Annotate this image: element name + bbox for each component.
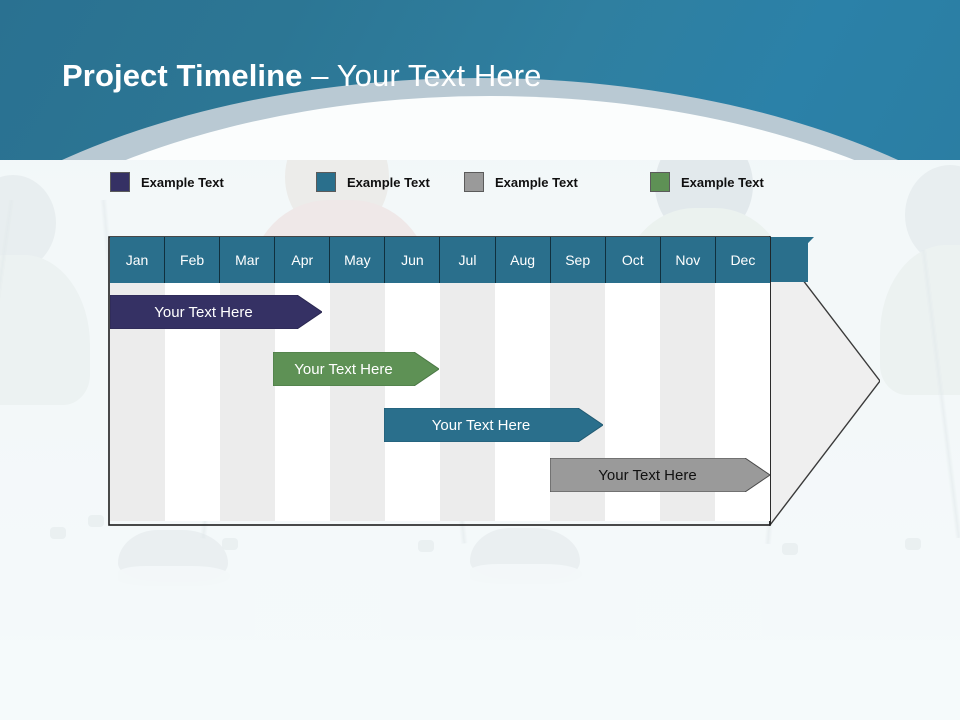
month-cell-jun[interactable]: Jun bbox=[385, 237, 441, 283]
legend-item-1[interactable]: Example Text bbox=[110, 170, 224, 194]
month-cell-nov[interactable]: Nov bbox=[660, 237, 716, 283]
legend-item-2[interactable]: Example Text bbox=[316, 170, 430, 194]
legend-swatch-icon-4 bbox=[650, 172, 670, 192]
task-bar-2-shape bbox=[273, 352, 439, 386]
photo-chair-foot-4 bbox=[418, 540, 434, 552]
photo-chair-foot-3 bbox=[222, 538, 238, 550]
task-bar-4[interactable]: Your Text Here bbox=[550, 458, 770, 492]
month-cell-mar[interactable]: Mar bbox=[220, 237, 276, 283]
month-cell-aug[interactable]: Aug bbox=[495, 237, 551, 283]
legend-item-4[interactable]: Example Text bbox=[650, 170, 764, 194]
month-cell-sep[interactable]: Sep bbox=[550, 237, 606, 283]
month-cell-jul[interactable]: Jul bbox=[440, 237, 496, 283]
legend-label-3: Example Text bbox=[495, 174, 578, 190]
header-band bbox=[0, 0, 960, 160]
grid-col-jun bbox=[385, 283, 440, 521]
legend-item-3[interactable]: Example Text bbox=[464, 170, 578, 194]
month-cell-dec[interactable]: Dec bbox=[715, 237, 770, 283]
photo-chair-foot-6 bbox=[905, 538, 921, 550]
legend-label-1: Example Text bbox=[141, 174, 224, 190]
month-cell-oct[interactable]: Oct bbox=[605, 237, 661, 283]
month-header-row: Jan Feb Mar Apr May Jun Jul Aug Sep Oct … bbox=[110, 237, 770, 283]
photo-shoe-left bbox=[118, 530, 228, 582]
timeline-grid bbox=[110, 283, 770, 521]
month-cell-may[interactable]: May bbox=[330, 237, 386, 283]
grid-col-may bbox=[330, 283, 385, 521]
month-cell-jan[interactable]: Jan bbox=[110, 237, 166, 283]
legend-label-2: Example Text bbox=[347, 174, 430, 190]
legend-swatch-icon-1 bbox=[110, 172, 130, 192]
task-bar-3-shape bbox=[384, 408, 603, 442]
legend: Example Text Example Text Example Text E… bbox=[110, 170, 870, 196]
legend-swatch-icon-3 bbox=[464, 172, 484, 192]
task-bar-2[interactable]: Your Text Here bbox=[273, 352, 439, 386]
task-bar-1-shape bbox=[110, 295, 322, 329]
page-title: Project Timeline – Your Text Here bbox=[62, 58, 541, 94]
legend-swatch-icon-2 bbox=[316, 172, 336, 192]
page-title-regular: Your Text Here bbox=[336, 58, 542, 93]
page-title-dash: – bbox=[302, 58, 337, 93]
page-title-bold: Project Timeline bbox=[62, 58, 303, 93]
photo-shoe-right-sole bbox=[470, 564, 582, 584]
task-bar-1[interactable]: Your Text Here bbox=[110, 295, 322, 329]
timeline-chart: Jan Feb Mar Apr May Jun Jul Aug Sep Oct … bbox=[108, 236, 880, 526]
grid-col-jul bbox=[440, 283, 495, 521]
photo-shoe-right bbox=[470, 528, 580, 580]
month-cell-feb[interactable]: Feb bbox=[165, 237, 221, 283]
photo-chair-foot-5 bbox=[782, 543, 798, 555]
month-cell-apr[interactable]: Apr bbox=[275, 237, 331, 283]
task-bar-4-shape bbox=[550, 458, 770, 492]
legend-label-4: Example Text bbox=[681, 174, 764, 190]
photo-chair-foot-1 bbox=[50, 527, 66, 539]
task-bar-3[interactable]: Your Text Here bbox=[384, 408, 603, 442]
grid-col-aug bbox=[495, 283, 550, 521]
photo-chair-foot-2 bbox=[88, 515, 104, 527]
photo-shoe-left-sole bbox=[118, 566, 230, 586]
